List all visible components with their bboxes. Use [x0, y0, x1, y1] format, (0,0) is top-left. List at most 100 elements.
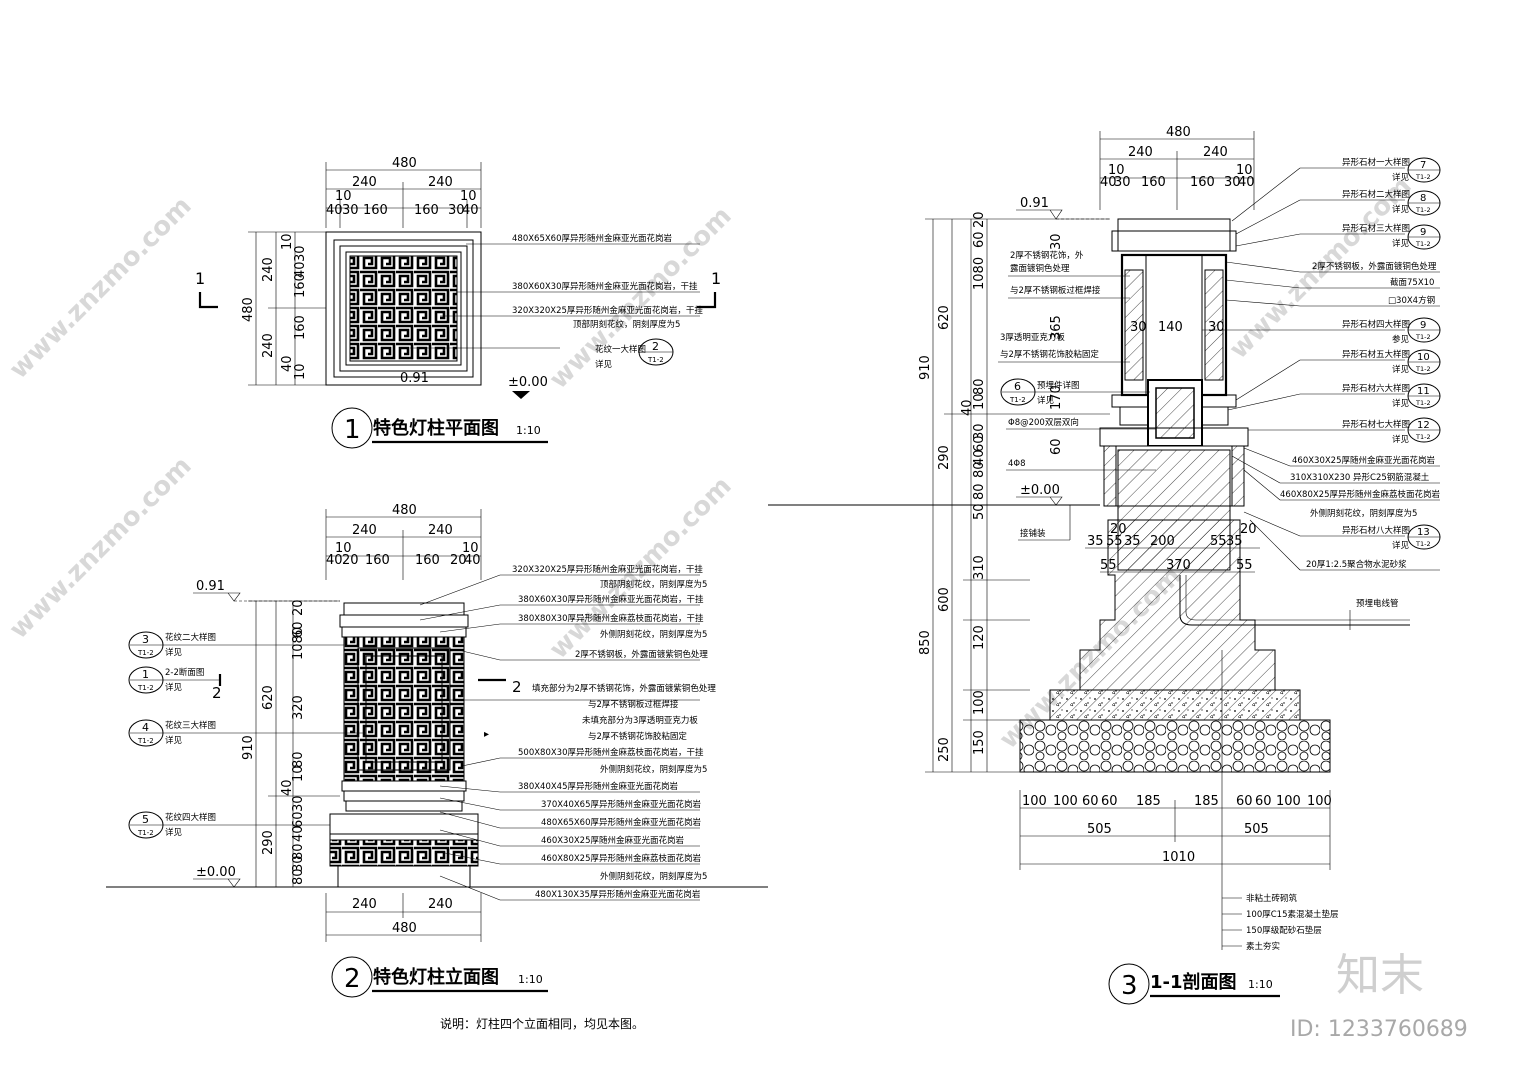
- ref-sheet: T1-2: [1415, 240, 1431, 248]
- note-text: 异形石材七大样图: [1342, 419, 1410, 430]
- dim-text: 30: [342, 203, 359, 218]
- section-left-notes: 2厚不锈钢花饰，外 露面镀铜色处理 与2厚不锈钢板过框焊接 3厚透明亚克力板 与…: [998, 250, 1156, 541]
- drawing-title: 特色灯柱立面图: [373, 966, 499, 988]
- note-text: 460X80X25厚异形随州金麻荔枝面花岗岩: [1280, 489, 1441, 500]
- ref-sheet: T1-2: [137, 684, 154, 692]
- note-text: 预埋件详图: [1037, 380, 1080, 391]
- ref-sheet: T1-2: [1415, 365, 1431, 373]
- dim-text: 30: [293, 245, 308, 262]
- dim-text: 160: [293, 273, 308, 298]
- dim-text: 505: [1087, 822, 1112, 837]
- note-text: 100厚C15素混凝土垫层: [1246, 909, 1338, 920]
- dim-text: 100: [1307, 794, 1332, 809]
- ref-text: 花纹三大样图: [165, 720, 216, 731]
- dim-text: 1010: [1162, 850, 1195, 865]
- dim-text: 40: [960, 399, 975, 416]
- dim-text: 30: [1130, 320, 1147, 335]
- dim-text: 10: [460, 189, 477, 204]
- note-text: 详见: [1392, 204, 1410, 215]
- ref-number: 12: [1417, 420, 1430, 431]
- note-text: 2厚不锈钢板，外露面镀铜色处理: [1312, 261, 1437, 272]
- dim-text: 480: [1166, 125, 1191, 140]
- footnote: 说明：灯柱四个立面相同，均见本图。: [440, 1016, 644, 1031]
- note-text: 3厚透明亚克力板: [1000, 332, 1065, 343]
- ref-number: 7: [1420, 160, 1426, 171]
- dim-text: 100: [1053, 794, 1078, 809]
- section-mark: 1: [711, 269, 721, 288]
- dim-text: 850: [918, 630, 933, 655]
- dim-text: 55: [1210, 534, 1227, 549]
- dim-text: 10: [291, 765, 306, 782]
- dim-text: 30: [291, 855, 306, 872]
- dim-text: 290: [937, 445, 952, 470]
- watermark-text: www.znzmo.com: [4, 191, 198, 385]
- dim-text: 160: [293, 315, 308, 340]
- dim-text: 20: [1110, 522, 1127, 537]
- note-text: 480X130X35厚异形随州金麻亚光面花岗岩: [535, 889, 701, 900]
- dim-text: 160: [1190, 175, 1215, 190]
- dim-text: 80: [291, 843, 306, 860]
- ref-text: 花纹二大样图: [165, 632, 216, 643]
- note-text: 4Φ8: [1008, 459, 1026, 469]
- note-text: 顶部阴刻花纹，阴刻厚度为5: [573, 319, 680, 330]
- dim-text: 80: [291, 751, 306, 768]
- dim-text: 240: [428, 897, 453, 912]
- dim-text: 10: [462, 541, 479, 556]
- dim-text: 10: [972, 393, 987, 410]
- drawing-number: 2: [344, 964, 361, 994]
- ref-text: 花纹四大样图: [165, 812, 216, 823]
- dim-text: 240: [261, 333, 276, 358]
- note-text: 380X80X30厚异形随州金麻荔枝面花岗岩，干挂: [518, 613, 704, 624]
- dim-text: 35: [1124, 534, 1141, 549]
- ref-sheet: T1-2: [647, 356, 664, 364]
- dim-text: 160: [365, 553, 390, 568]
- ref-text: 详见: [165, 827, 183, 838]
- ref-sheet: T1-2: [1415, 333, 1431, 341]
- note-text: 花纹一大样图: [595, 344, 646, 355]
- dim-text: 60: [1236, 794, 1253, 809]
- dim-text: 140: [1158, 320, 1183, 335]
- note-text: 露面镀铜色处理: [1010, 263, 1070, 274]
- ref-text: 详见: [165, 682, 183, 693]
- plan-drawing: 480 240 240 10 10 40 30 160 160 30 40 48…: [195, 156, 721, 449]
- note-text: 详见: [1392, 238, 1410, 249]
- dim-text: 160: [415, 553, 440, 568]
- svg-text:▸: ▸: [484, 729, 489, 740]
- section-mark: 2: [212, 684, 222, 702]
- dim-text: 30: [1208, 320, 1225, 335]
- note-text: 外侧阴刻花纹，阴刻厚度为5: [600, 871, 707, 882]
- dim-text: 20: [342, 553, 359, 568]
- dim-text: 1080: [972, 257, 987, 290]
- dim-text: 185: [1194, 794, 1219, 809]
- elevation-notes: 320X320X25厚异形随州金麻亚光面花岗岩，干挂 顶部阴刻花纹，阴刻厚度为5…: [419, 564, 716, 901]
- note-text: 460X30X25厚随州金麻亚光面花岗岩: [1292, 455, 1436, 466]
- dim-text: 60: [1101, 794, 1118, 809]
- dim-text: 10: [1108, 163, 1125, 178]
- dim-text: 120: [972, 625, 987, 650]
- dim-text: 100: [1022, 794, 1047, 809]
- dim-text: 40: [972, 449, 987, 466]
- note-text: 详见: [1392, 540, 1410, 551]
- dim-text: 365: [1049, 315, 1064, 340]
- dim-text: 30: [1224, 175, 1241, 190]
- note-text: 异形石材一大样图: [1342, 157, 1410, 168]
- dim-text: 10: [335, 189, 352, 204]
- dim-text: 170: [1049, 385, 1064, 410]
- note-text: 接铺装: [1020, 528, 1046, 539]
- dim-text: 200: [1150, 534, 1175, 549]
- ref-text: 详见: [165, 647, 183, 658]
- dim-text: 160: [414, 203, 439, 218]
- brand-watermark: 知末: [1336, 950, 1424, 1001]
- dim-text: 80: [291, 868, 306, 885]
- dim-text: 20: [291, 599, 306, 616]
- ref-number: 11: [1417, 386, 1430, 397]
- dim-text: 620: [937, 305, 952, 330]
- dim-text: 60: [291, 621, 306, 638]
- dim-text: 505: [1244, 822, 1269, 837]
- section-mark: 2: [512, 678, 522, 696]
- dim-text: 240: [261, 257, 276, 282]
- image-id: ID: 1233760689: [1290, 1017, 1468, 1042]
- ref-number: 2: [652, 340, 659, 353]
- dim-text: 40: [280, 355, 295, 372]
